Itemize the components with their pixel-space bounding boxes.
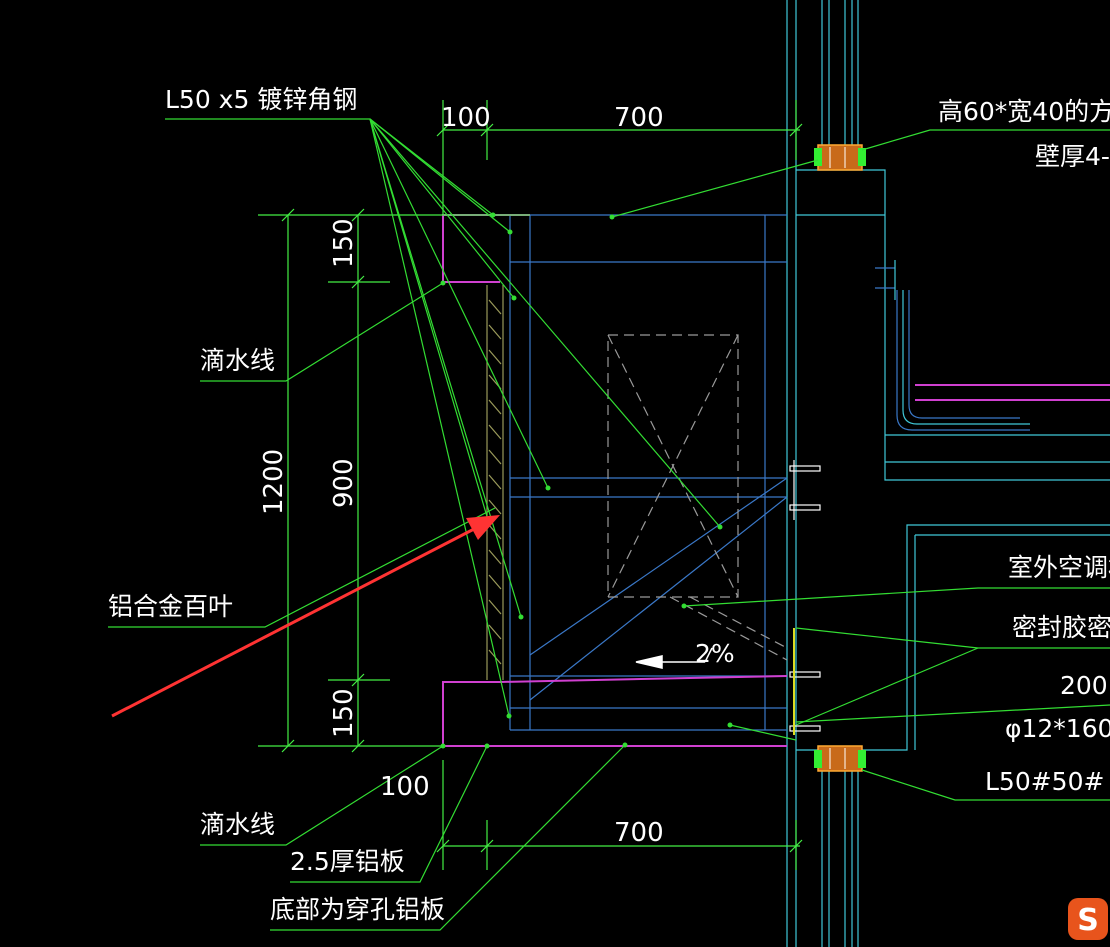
waterproof-layer — [875, 260, 1110, 431]
dim-top-700: 700 — [614, 103, 664, 133]
label-drip-line-bottom: 滴水线 — [200, 810, 275, 839]
label-dim-200: 200 — [1060, 671, 1108, 700]
ac-unit-outline — [607, 334, 788, 661]
wall-anchors — [789, 460, 821, 735]
label-aluminum-plate: 2.5厚铝板 — [290, 847, 405, 876]
leader-dots — [440, 212, 733, 749]
label-square-tube: 高60*宽40的方 — [938, 97, 1110, 126]
window-frame-top — [814, 144, 866, 171]
dim-bottom-150: 150 — [329, 688, 359, 738]
leader-lines — [108, 118, 1110, 931]
dim-bottom-100: 100 — [380, 772, 430, 802]
aluminum-louver — [486, 285, 504, 680]
dimension-lines — [258, 100, 803, 870]
label-wall-thickness: 壁厚4- — [1035, 142, 1110, 171]
dim-top-100: 100 — [441, 103, 491, 133]
label-louver: 铝合金百叶 — [108, 592, 233, 621]
slope-label: 2% — [695, 639, 735, 668]
slope-arrow — [635, 647, 713, 669]
label-drip-line-top: 滴水线 — [200, 346, 275, 375]
label-angle-spec: L50#50# — [985, 767, 1104, 796]
window-frame-bottom — [814, 745, 866, 772]
steel-frame — [509, 214, 788, 731]
label-anchor-bolt: φ12*160 — [1005, 714, 1110, 743]
red-annotation-arrow — [111, 515, 500, 718]
dim-middle-900: 900 — [329, 458, 359, 508]
label-ac-unit: 室外空调机 — [1008, 553, 1110, 582]
dim-bottom-700: 700 — [614, 818, 664, 848]
sogou-logo-icon: S — [1068, 898, 1108, 940]
aluminum-plate — [442, 214, 788, 747]
label-sealant: 密封胶密封 — [1012, 613, 1110, 642]
dim-height-1200: 1200 — [259, 449, 289, 515]
label-angle-steel: L50 x5 镀锌角钢 — [165, 85, 357, 114]
svg-text:S: S — [1077, 903, 1099, 938]
dim-top-150: 150 — [329, 218, 359, 268]
label-perforated-bottom: 底部为穿孔铝板 — [270, 895, 445, 924]
